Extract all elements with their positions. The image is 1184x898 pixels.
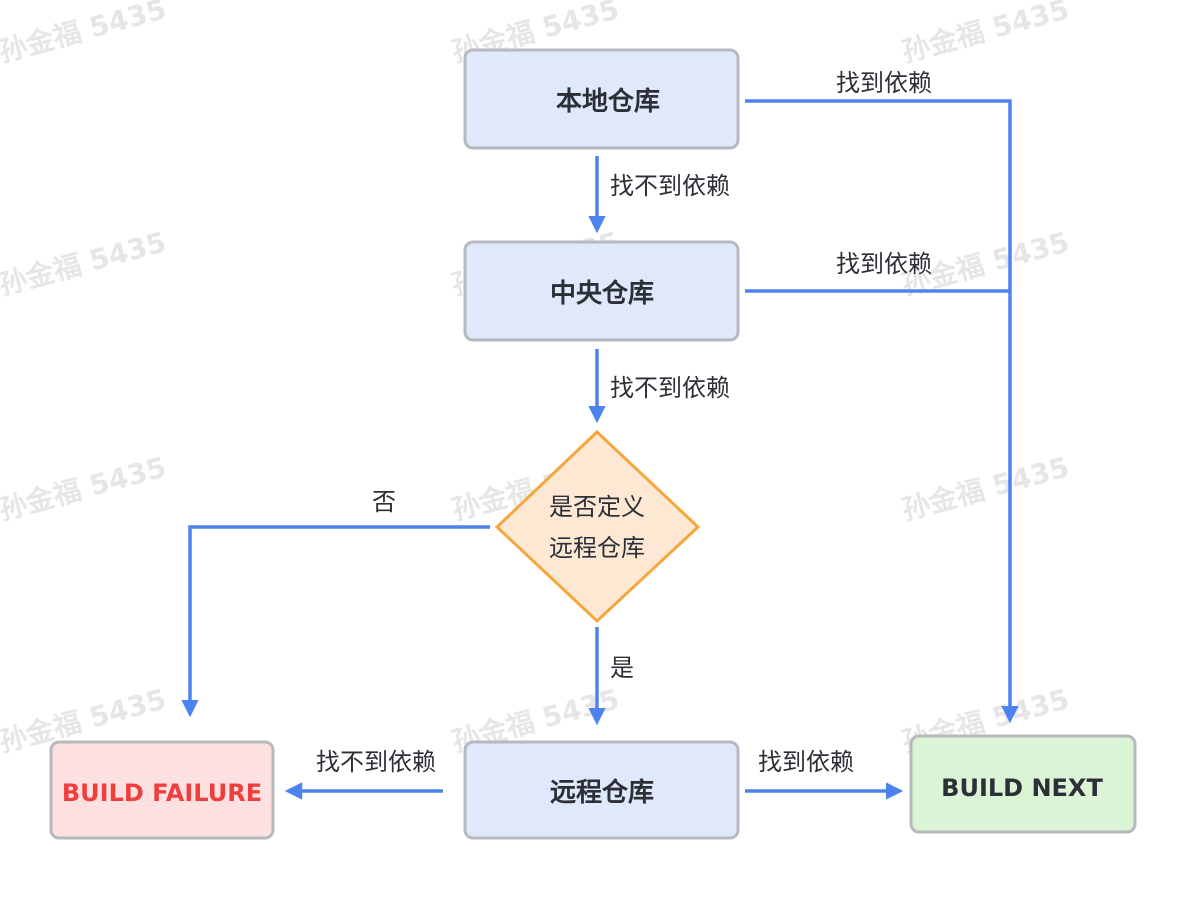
watermark: 孙金福 5435 [0, 450, 170, 526]
watermark: 孙金福 5435 [0, 225, 170, 301]
decision-diamond [494, 429, 701, 624]
label-remote-not-found: 找不到依赖 [316, 748, 436, 776]
edges [181, 99, 1019, 800]
node-central: 中央仓库 [463, 240, 740, 342]
central-box [463, 240, 740, 342]
node-decision: 是否定义 远程仓库 [494, 429, 701, 624]
label-decision-yes: 是 [610, 654, 634, 682]
edge-local-to-next [745, 99, 1019, 724]
decision-line1: 是否定义 [549, 493, 645, 521]
remote-label: 远程仓库 [550, 777, 654, 808]
label-decision-no: 否 [372, 488, 396, 516]
label-local-found: 找到依赖 [836, 69, 932, 97]
watermark: 孙金福 5435 [898, 450, 1072, 526]
edge-labels: 找到依赖 找不到依赖 找到依赖 找不到依赖 否 是 找不到依赖 找到依赖 [316, 69, 932, 776]
edge-decision-to-failure [181, 525, 490, 718]
node-next: BUILD NEXT [909, 734, 1137, 834]
node-local: 本地仓库 [463, 48, 740, 150]
next-label: BUILD NEXT [941, 774, 1103, 802]
label-central-found: 找到依赖 [836, 250, 932, 278]
watermark: 孙金福 5435 [898, 0, 1072, 69]
node-remote: 远程仓库 [463, 740, 740, 840]
node-failure: BUILD FAILURE [49, 740, 275, 840]
local-box [463, 48, 740, 150]
label-local-not-found: 找不到依赖 [610, 172, 730, 200]
local-label: 本地仓库 [556, 86, 660, 117]
next-box [909, 734, 1137, 834]
watermark: 孙金福 5435 [0, 0, 170, 69]
remote-box [463, 740, 740, 840]
decision-line2: 远程仓库 [549, 534, 645, 562]
failure-label: BUILD FAILURE [62, 779, 262, 807]
label-central-not-found: 找不到依赖 [610, 374, 730, 402]
label-remote-found: 找到依赖 [758, 748, 854, 776]
failure-box [49, 740, 275, 840]
central-label: 中央仓库 [550, 278, 654, 309]
